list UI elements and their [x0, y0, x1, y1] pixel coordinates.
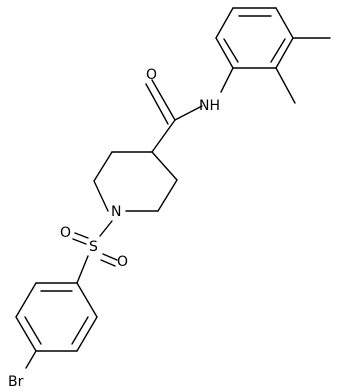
bond: [99, 220, 113, 237]
bond: [151, 119, 176, 153]
oxygen-carbonyl-label: O: [146, 67, 157, 83]
bond: [76, 282, 98, 318]
amide-nh-label: NH: [199, 98, 220, 114]
bond: [151, 151, 178, 181]
bond: [71, 316, 89, 345]
bond: [215, 37, 234, 69]
bond: [145, 83, 169, 125]
bond: [275, 7, 294, 39]
bonds: [15, 7, 331, 369]
bond: [275, 37, 294, 69]
bond: [24, 316, 42, 345]
bond: [270, 38, 286, 63]
atom-labels: O NH N S O O Br: [8, 67, 220, 390]
sulfonyl-oxygen-left-label: O: [60, 225, 71, 241]
bond: [102, 253, 118, 261]
bond: [275, 67, 296, 104]
bond: [151, 79, 176, 121]
sulfonyl-oxygen-right-label: O: [117, 254, 128, 270]
bond: [157, 179, 178, 212]
bond: [15, 316, 37, 352]
bond: [93, 151, 113, 182]
bond: [74, 232, 89, 239]
bond: [174, 105, 203, 121]
bond: [15, 282, 37, 318]
bond: [25, 350, 37, 369]
bond: [72, 238, 87, 245]
bond: [220, 67, 234, 93]
bond: [215, 7, 234, 39]
sulfur-label: S: [89, 239, 98, 255]
bromine-label: Br: [8, 374, 24, 390]
bond: [93, 180, 109, 212]
bond: [100, 259, 116, 267]
bond: [223, 38, 239, 63]
bond: [76, 316, 98, 352]
bond: [76, 255, 89, 284]
piperidine-n-label: N: [111, 204, 121, 220]
